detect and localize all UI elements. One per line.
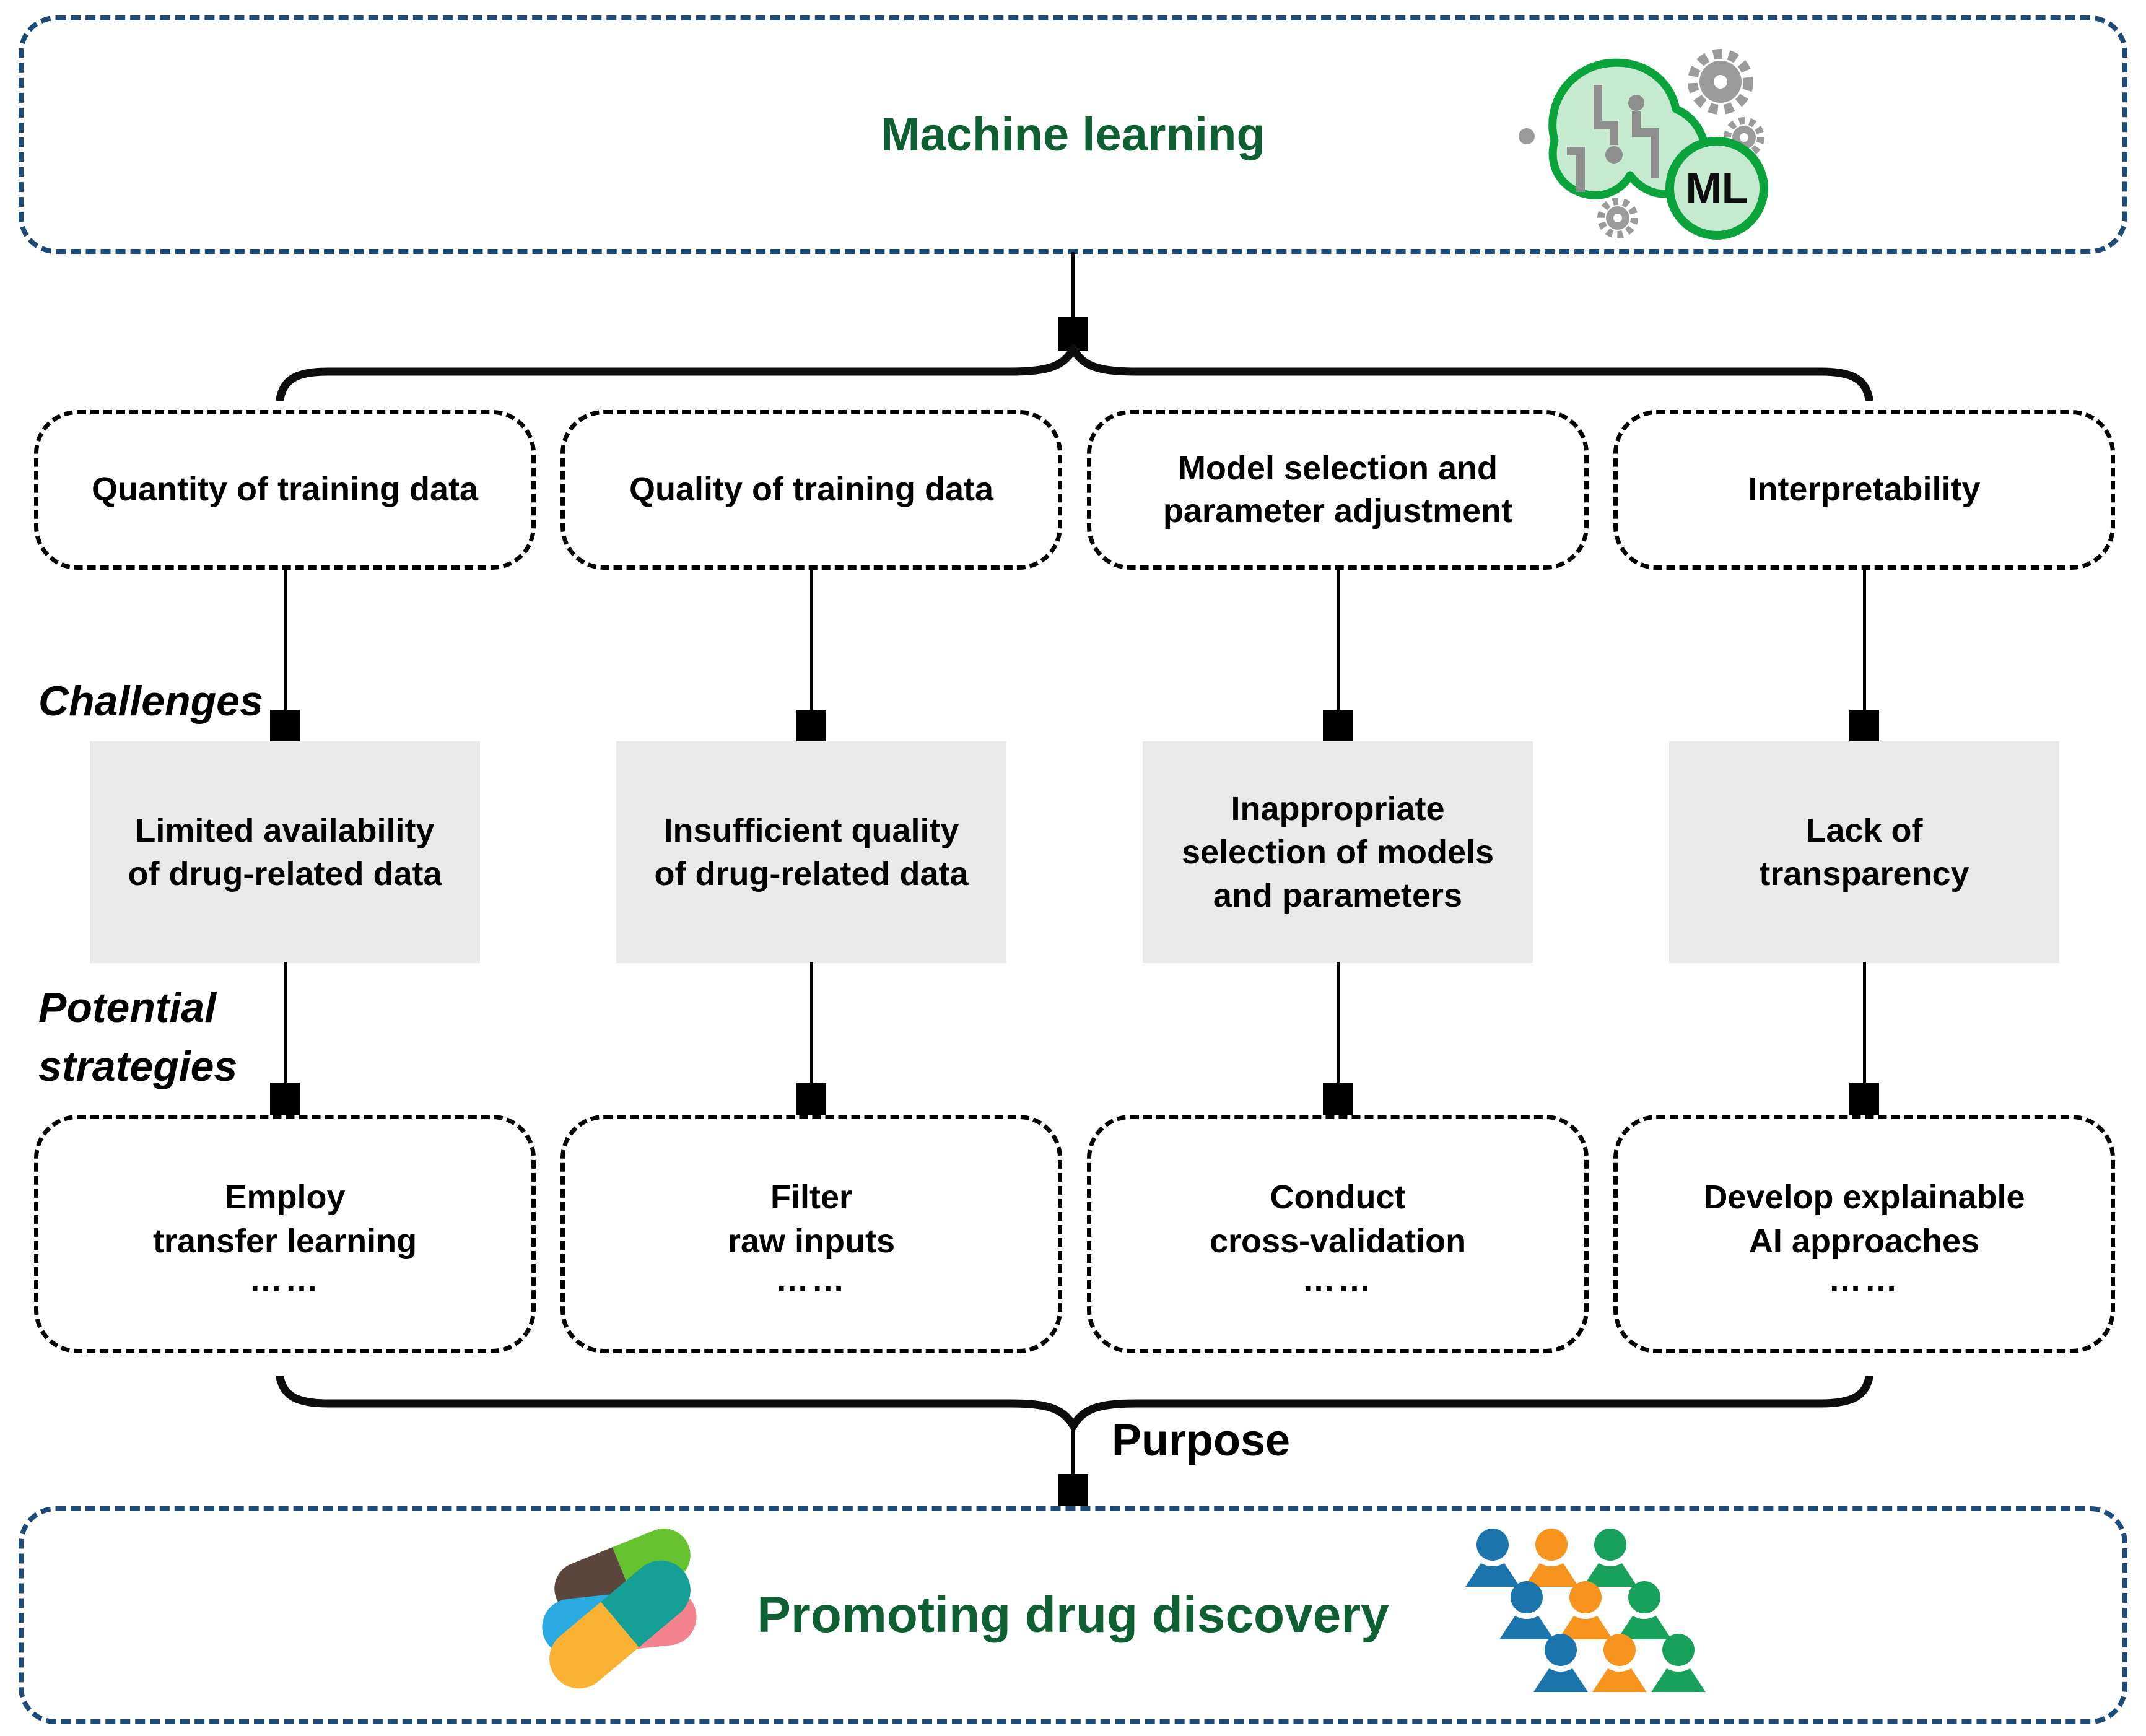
pills-icon [537, 1527, 703, 1691]
strategy-text: Develop explainable AI approaches [1703, 1179, 2025, 1260]
machine-learning-box: Machine learning [19, 15, 2127, 254]
ellipsis-text: …… [249, 1261, 321, 1299]
circuit-traces [1567, 85, 1659, 192]
circuit-node [1605, 146, 1623, 164]
challenge-box-inappropriate-selection: Inappropriate selection of models and pa… [1143, 741, 1533, 963]
connector-line [1071, 1427, 1075, 1476]
challenge-text: Limited availability of drug-related dat… [128, 811, 442, 892]
strategy-text: Filter raw inputs [727, 1179, 896, 1260]
machine-learning-title: Machine learning [881, 108, 1265, 161]
connector-line [810, 569, 813, 712]
gear-icon [1688, 49, 1753, 115]
topic-label: Quality of training data [629, 471, 994, 508]
connector-line [1863, 569, 1866, 712]
challenge-text: Lack of transparency [1759, 811, 1969, 892]
dot-icon [1519, 128, 1535, 144]
strategy-text: Employ transfer learning [152, 1179, 417, 1260]
connector-line [284, 962, 287, 1085]
connector-line [1863, 962, 1866, 1085]
connector-arrow-square [270, 1083, 300, 1116]
connector-line [1337, 569, 1340, 712]
connector-arrow-square [1323, 710, 1353, 743]
connector-arrow-square [1849, 1083, 1879, 1116]
topic-box-interpretability: Interpretability [1613, 410, 2115, 570]
connector-arrow-square [1323, 1083, 1353, 1116]
challenge-text: Insufficient quality of drug-related dat… [654, 811, 969, 892]
gear-icon [1597, 198, 1638, 238]
topic-label: Quantity of training data [91, 471, 478, 508]
ellipsis-text: …… [1302, 1261, 1374, 1299]
strategy-box-transfer-learning: Employ transfer learning …… [34, 1115, 536, 1353]
connector-arrow-square [796, 1083, 826, 1116]
ml-badge: ML [1665, 137, 1768, 240]
promoting-drug-discovery-title: Promoting drug discovery [757, 1587, 1389, 1643]
challenge-box-lack-of-transparency: Lack of transparency [1669, 741, 2059, 963]
ellipsis-text: …… [1828, 1261, 1900, 1299]
topic-label: Interpretability [1748, 471, 1981, 508]
challenge-box-insufficient-quality: Insufficient quality of drug-related dat… [616, 741, 1006, 963]
challenges-label: Challenges [38, 678, 263, 725]
brace-bottom [276, 1376, 1873, 1431]
strategy-text: Conduct cross-validation [1209, 1179, 1467, 1260]
ellipsis-text: …… [775, 1261, 847, 1299]
challenge-text: Inappropriate selection of models and pa… [1181, 790, 1494, 915]
promoting-drug-discovery-box: Promoting drug discovery [19, 1506, 2127, 1724]
connector-arrow-square [270, 710, 300, 743]
people-group-icon [1465, 1529, 1706, 1692]
strategy-box-explainable-ai: Develop explainable AI approaches …… [1613, 1115, 2115, 1353]
connector-line [284, 569, 287, 712]
connector-line [810, 962, 813, 1085]
strategy-box-filter-inputs: Filter raw inputs …… [560, 1115, 1062, 1353]
topic-box-quantity: Quantity of training data [34, 410, 536, 570]
potential-strategies-label: Potential strategies [38, 984, 238, 1091]
capsule-yellow-teal [537, 1548, 703, 1691]
topic-box-model-selection: Model selection and parameter adjustment [1087, 410, 1589, 570]
connector-line [1337, 962, 1340, 1085]
challenge-box-limited-availability: Limited availability of drug-related dat… [90, 741, 480, 963]
connector-arrow-square [1849, 710, 1879, 743]
connector-arrow-square [1058, 1474, 1088, 1509]
purpose-label: Purpose [1112, 1416, 1291, 1465]
brace-top [276, 344, 1873, 401]
connector-arrow-square [796, 710, 826, 743]
circuit-node [1628, 95, 1644, 111]
ml-badge-label: ML [1685, 164, 1748, 212]
strategy-box-cross-validation: Conduct cross-validation …… [1087, 1115, 1589, 1353]
machine-learning-brain-icon: ML [1519, 49, 1768, 240]
connector-line [1071, 252, 1075, 319]
topic-label: Model selection and parameter adjustment [1162, 449, 1513, 530]
topic-box-quality: Quality of training data [560, 410, 1062, 570]
